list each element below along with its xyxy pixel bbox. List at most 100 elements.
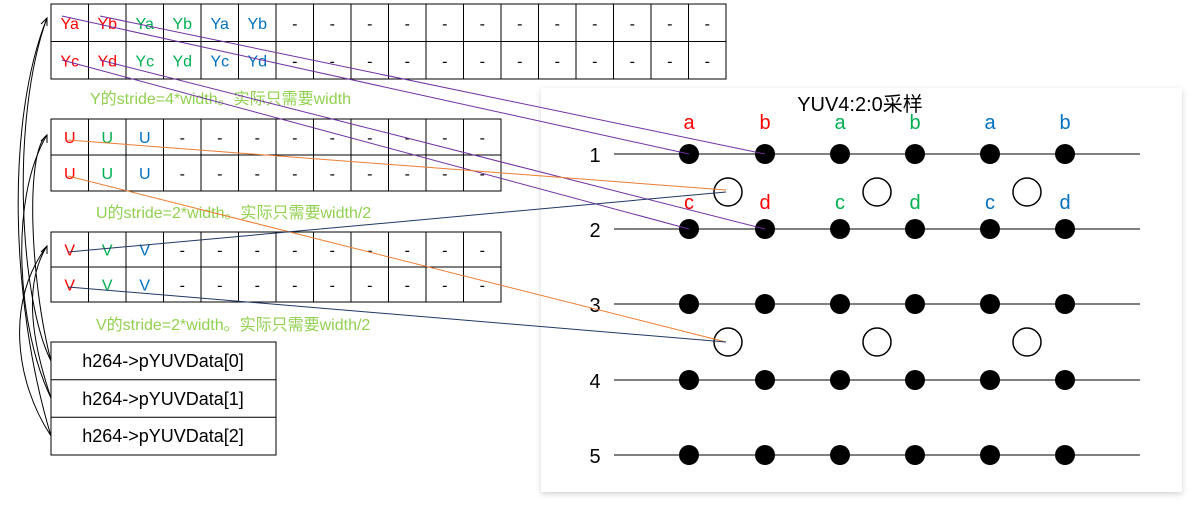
luma-dot xyxy=(1055,219,1075,239)
cell-text: V xyxy=(102,278,113,295)
cell-text: Yb xyxy=(97,16,117,33)
cell-text: - xyxy=(442,130,447,147)
cell-text: Yd xyxy=(172,53,192,70)
y-stride-caption: Y的stride=4*width。实际只需要width xyxy=(90,90,351,108)
cell-text: - xyxy=(367,53,372,70)
row-number-3: 3 xyxy=(589,295,600,317)
cell-text: - xyxy=(555,53,560,70)
pointer-arrows xyxy=(17,16,52,437)
sample-label: c xyxy=(684,192,694,214)
cell-text: - xyxy=(592,53,597,70)
cell-text: - xyxy=(330,53,335,70)
cell-text: - xyxy=(480,243,485,260)
cell-text: - xyxy=(705,16,710,33)
cell-text: V xyxy=(64,243,75,260)
cell-text: - xyxy=(480,278,485,295)
cell-text: Yd xyxy=(247,53,267,70)
row-number-5: 5 xyxy=(589,446,600,468)
cell-text: - xyxy=(480,16,485,33)
cell-text: - xyxy=(517,16,522,33)
cell-text: - xyxy=(442,53,447,70)
cell-text: - xyxy=(630,16,635,33)
cell-text: - xyxy=(217,278,222,295)
chroma-circle xyxy=(862,177,892,207)
cell-text: - xyxy=(255,243,260,260)
cell-text: - xyxy=(180,130,185,147)
luma-sample-dots xyxy=(679,144,1075,465)
sample-label: d xyxy=(1059,192,1070,214)
grid-cell xyxy=(463,266,502,303)
luma-dot xyxy=(1055,370,1075,390)
cell-text: Yc xyxy=(135,53,154,70)
luma-dot xyxy=(679,445,699,465)
cell-text: Ya xyxy=(211,16,229,33)
cell-text: - xyxy=(592,16,597,33)
chroma-circle xyxy=(1012,327,1042,357)
luma-dot xyxy=(830,445,850,465)
cell-text: - xyxy=(292,243,297,260)
luma-dot xyxy=(980,219,1000,239)
cell-text: Yc xyxy=(210,53,229,70)
cell-text: V xyxy=(64,278,75,295)
cell-text: U xyxy=(64,166,76,183)
sampling-panel xyxy=(541,88,1182,492)
cell-text: - xyxy=(405,16,410,33)
cell-text: - xyxy=(330,16,335,33)
pointer-row-0: h264->pYUVData[0] xyxy=(82,351,244,371)
cell-text: - xyxy=(667,16,672,33)
grid-cell xyxy=(688,41,727,80)
luma-dot xyxy=(980,445,1000,465)
cell-text: Ya xyxy=(61,16,79,33)
cell-text: U xyxy=(101,166,113,183)
luma-dot xyxy=(1055,294,1075,314)
cell-text: - xyxy=(180,278,185,295)
cell-text: - xyxy=(442,166,447,183)
cell-text: - xyxy=(442,243,447,260)
luma-dot xyxy=(905,219,925,239)
sample-label: a xyxy=(834,112,846,134)
cell-text: - xyxy=(217,166,222,183)
connector-lines xyxy=(61,15,766,343)
cell-text: - xyxy=(442,16,447,33)
cell-text: - xyxy=(292,16,297,33)
cell-text: U xyxy=(139,166,151,183)
cell-text: - xyxy=(292,166,297,183)
v-stride-caption: V的stride=2*width。实际只需要width/2 xyxy=(96,316,370,334)
cell-text: - xyxy=(480,130,485,147)
sample-label: c xyxy=(985,192,995,214)
sampling-lines xyxy=(614,153,1140,456)
cell-text: - xyxy=(367,278,372,295)
luma-dot xyxy=(830,144,850,164)
luma-dot xyxy=(830,294,850,314)
row-number-2: 2 xyxy=(589,220,600,242)
luma-dot xyxy=(905,445,925,465)
sampling-title: YUV4:2:0采样 xyxy=(797,93,923,116)
sample-label: a xyxy=(984,112,996,134)
luma-dot xyxy=(755,294,775,314)
cell-text: - xyxy=(517,53,522,70)
luma-dot xyxy=(755,370,775,390)
luma-dot xyxy=(830,370,850,390)
luma-dot xyxy=(679,294,699,314)
sample-label: d xyxy=(909,192,920,214)
cell-text: - xyxy=(405,278,410,295)
luma-dot xyxy=(980,370,1000,390)
row-number-4: 4 xyxy=(589,371,600,393)
cell-text: - xyxy=(667,53,672,70)
luma-dot xyxy=(980,294,1000,314)
cell-text: - xyxy=(405,53,410,70)
cell-text: - xyxy=(442,278,447,295)
luma-dot xyxy=(755,445,775,465)
cell-text: Ya xyxy=(136,16,154,33)
luma-dot xyxy=(905,370,925,390)
cell-text: - xyxy=(367,130,372,147)
cell-text: V xyxy=(139,278,150,295)
cell-text: - xyxy=(630,53,635,70)
cell-text: - xyxy=(480,166,485,183)
pointer-table: h264->pYUVData[0] h264->pYUVData[1] h264… xyxy=(50,341,277,456)
cell-text: U xyxy=(64,130,76,147)
